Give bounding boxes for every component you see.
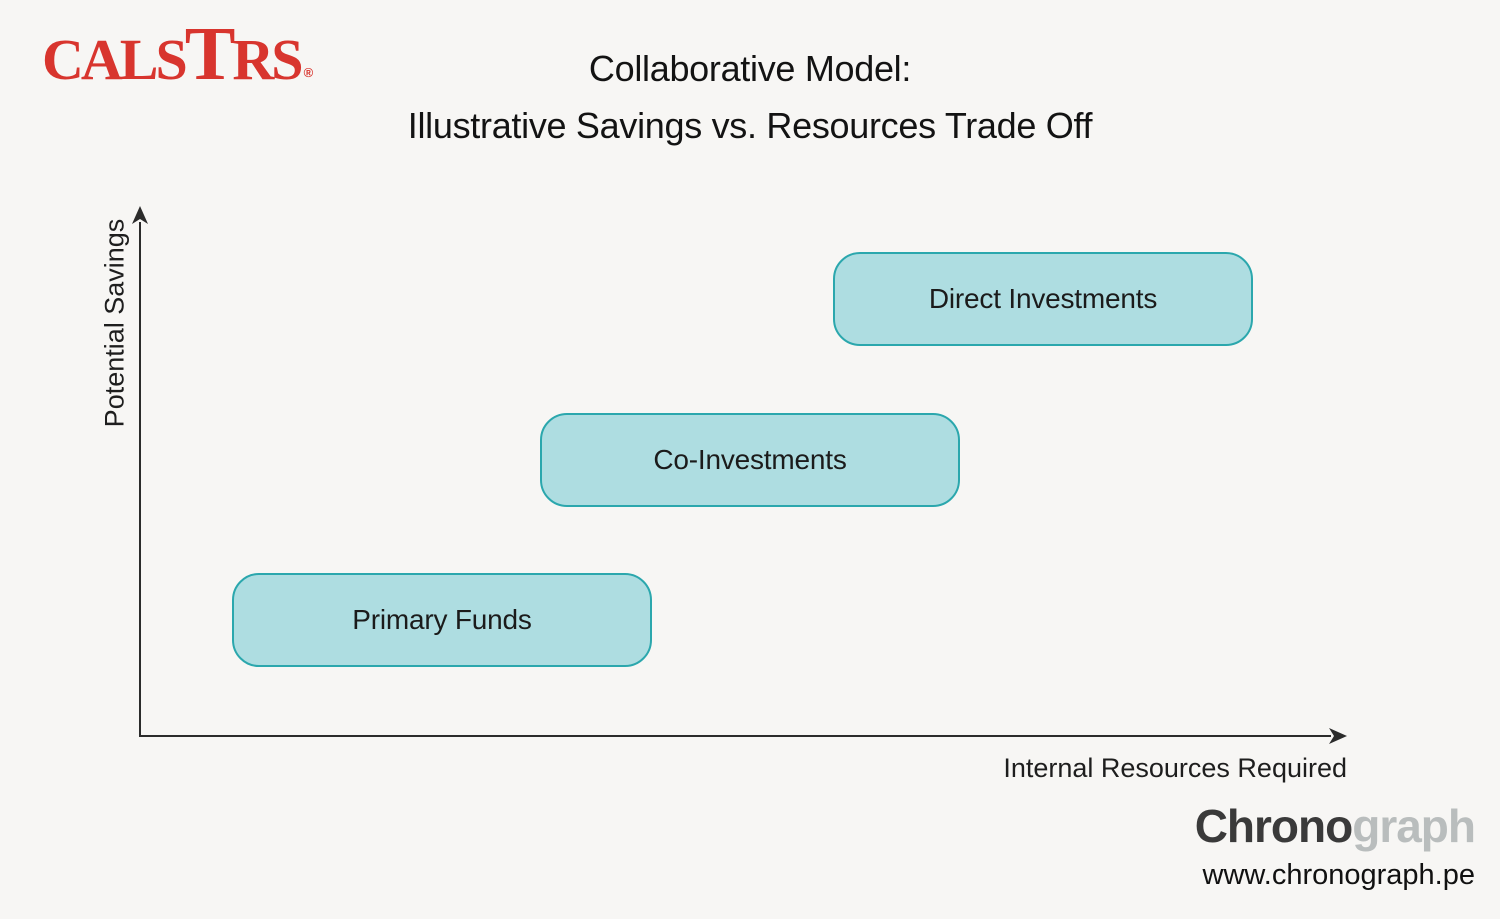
calstrs-logo-text-pre: CALS [42, 27, 188, 92]
registered-trademark-icon: ® [303, 65, 314, 80]
title-line-1: Collaborative Model: [588, 48, 912, 89]
node-primary-funds: Primary Funds [232, 573, 652, 667]
node-label: Co-Investments [653, 444, 847, 475]
node-direct-investments: Direct Investments [833, 252, 1253, 346]
chronograph-brand: Chronograph www.chronograph.pe [1194, 800, 1476, 892]
x-axis-label: Internal Resources Required [1003, 753, 1347, 783]
chronograph-website: www.chronograph.pe [1202, 859, 1475, 891]
page-title: Collaborative Model: Illustrative Saving… [0, 40, 1500, 154]
chronograph-logo-dark: Chrono [1194, 800, 1354, 852]
node-label: Primary Funds [352, 604, 532, 635]
y-axis-label: Potential Savings [99, 218, 130, 428]
calstrs-logo: CALSTRS® [42, 16, 313, 92]
title-line-2: Illustrative Savings vs. Resources Trade… [407, 105, 1093, 146]
chronograph-logo: Chronograph [1194, 800, 1476, 852]
x-axis-arrowhead [1329, 728, 1347, 744]
calstrs-logo-text-t: T [184, 12, 236, 96]
chronograph-logo-light: graph [1352, 800, 1476, 852]
node-co-investments: Co-Investments [540, 413, 960, 507]
node-label: Direct Investments [928, 283, 1158, 314]
calstrs-logo-text-post: RS [232, 27, 303, 92]
y-axis-arrowhead [132, 206, 148, 224]
